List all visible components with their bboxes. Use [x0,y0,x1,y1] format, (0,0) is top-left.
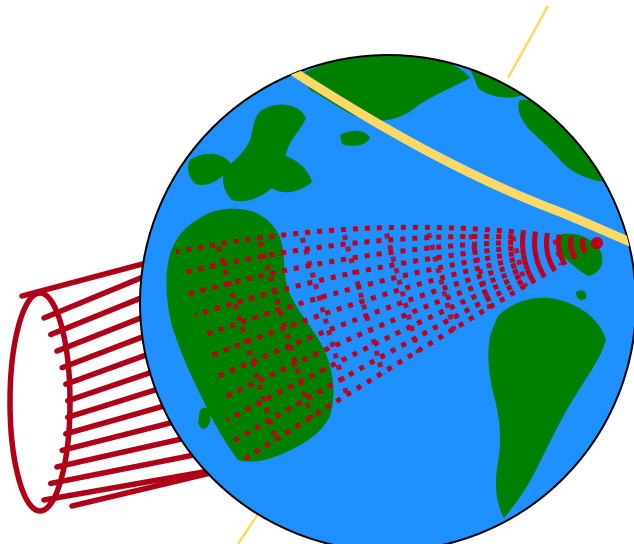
cylinder-rib [41,467,218,503]
landmasses [166,55,608,518]
central-america [556,233,603,276]
beam-fan [175,224,599,465]
europe-south [188,153,232,186]
beam-line [175,224,598,255]
beam-crossline [299,237,350,397]
cylinder-rib [48,449,213,487]
north-america-north [518,99,608,182]
europe [223,104,312,202]
beam-crossline [468,233,493,310]
beam-crossline [215,246,279,441]
beam-focus-point [591,237,603,249]
madagascar [198,407,211,429]
beam-line [226,240,598,423]
globe [139,54,634,544]
beam-crossline [510,235,529,288]
axis-line-top [506,5,550,79]
beam-line [194,240,598,318]
beam-line [188,239,598,297]
iceland [340,130,370,146]
cylinder-end-ring [7,290,73,514]
beam-crossline [426,232,457,332]
beam-crossline [384,232,421,354]
cylinder-top-edge [19,259,153,299]
beam-crossline [552,238,564,266]
beam-line [207,240,598,360]
highlighted-band [283,63,634,251]
south-america [488,297,606,518]
globe-outline [139,54,634,544]
cylinder-bottom-edge [69,469,218,509]
beam-line [213,240,598,381]
caribbean-islands [576,290,587,300]
britain [257,153,275,175]
beam-crossline [341,234,386,376]
beam-line [200,240,598,339]
beam-line [219,240,598,402]
beam-line [232,240,599,444]
africa [166,208,334,462]
